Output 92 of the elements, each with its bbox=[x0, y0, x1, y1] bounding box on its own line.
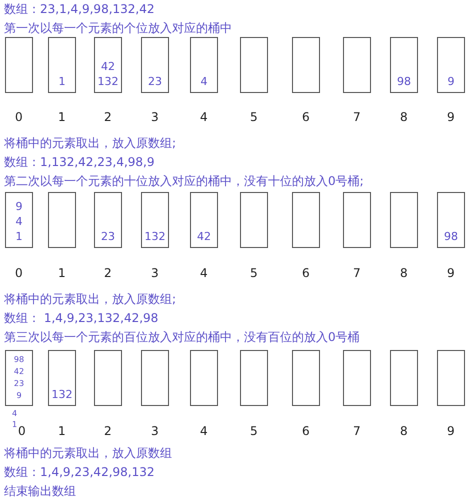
bucket-box bbox=[5, 192, 33, 248]
bucket-number: 1 bbox=[58, 266, 66, 281]
bucket-box bbox=[94, 37, 122, 93]
bucket-box bbox=[48, 192, 76, 248]
bucket-box bbox=[190, 37, 218, 93]
bucket-box bbox=[141, 37, 169, 93]
bucket-number: 0 bbox=[18, 424, 26, 439]
bucket-number: 9 bbox=[447, 424, 455, 439]
bucket-number: 9 bbox=[447, 266, 455, 281]
bucket-value: 23 bbox=[14, 378, 24, 390]
bucket-number: 4 bbox=[200, 424, 208, 439]
bucket-value: 1 bbox=[58, 74, 66, 89]
bucket-number: 5 bbox=[250, 266, 258, 281]
bucket-box bbox=[94, 350, 122, 406]
bucket-box bbox=[94, 192, 122, 248]
bucket-value: 9 bbox=[448, 74, 454, 89]
bucket-box bbox=[292, 192, 320, 248]
bucket-box bbox=[390, 192, 418, 248]
bucket-number: 0 bbox=[15, 110, 23, 125]
bucket-number: 3 bbox=[151, 424, 159, 439]
bucket-box bbox=[48, 37, 76, 93]
bucket-box bbox=[343, 37, 371, 93]
bucket-box bbox=[292, 37, 320, 93]
bucket-value: 4 bbox=[12, 408, 18, 419]
bucket-number: 4 bbox=[200, 266, 208, 281]
step-text: 将桶中的元素取出，放入原数组; bbox=[4, 292, 176, 307]
bucket-number: 3 bbox=[151, 110, 159, 125]
bucket-number: 8 bbox=[400, 110, 408, 125]
bucket-box bbox=[292, 350, 320, 406]
bucket-number: 6 bbox=[302, 424, 310, 439]
bucket-value: 9 bbox=[16, 199, 22, 214]
bucket-value: 1 bbox=[16, 229, 22, 244]
bucket-box bbox=[390, 350, 418, 406]
bucket-box bbox=[190, 350, 218, 406]
step-text: 数组：23,1,4,9,98,132,42 bbox=[4, 2, 155, 17]
bucket-number: 5 bbox=[250, 110, 258, 125]
bucket-box bbox=[141, 350, 169, 406]
bucket-number: 3 bbox=[151, 266, 159, 281]
step-text: 数组：1,132,42,23,4,98,9 bbox=[4, 155, 155, 170]
bucket-value: 23 bbox=[101, 229, 115, 244]
bucket-box bbox=[141, 192, 169, 248]
bucket-number: 4 bbox=[200, 110, 208, 125]
step-text: 第一次以每一个元素的个位放入对应的桶中 bbox=[4, 21, 232, 36]
bucket-number: 7 bbox=[353, 110, 361, 125]
bucket-number: 6 bbox=[302, 266, 310, 281]
step-text: 将桶中的元素取出，放入原数组; bbox=[4, 136, 176, 151]
bucket-value: 98 bbox=[444, 229, 458, 244]
bucket-box bbox=[390, 37, 418, 93]
step-text: 结束输出数组 bbox=[4, 484, 76, 499]
bucket-number: 0 bbox=[15, 266, 23, 281]
step-text: 第二次以每一个元素的十位放入对应的桶中，没有十位的放入0号桶; bbox=[4, 174, 364, 189]
bucket-box bbox=[190, 192, 218, 248]
bucket-value: 23 bbox=[148, 74, 162, 89]
bucket-value: 98 bbox=[397, 74, 411, 89]
bucket-box bbox=[437, 192, 465, 248]
step-text: 数组：1,4,9,23,42,98,132 bbox=[4, 465, 155, 480]
bucket-value: 132 bbox=[98, 74, 118, 89]
step-text: 数组： 1,4,9,23,132,42,98 bbox=[4, 311, 158, 326]
bucket-box bbox=[240, 192, 268, 248]
bucket-value: 132 bbox=[144, 229, 166, 244]
bucket-box bbox=[5, 350, 33, 406]
bucket-value: 4 bbox=[200, 74, 208, 89]
bucket-value: 42 bbox=[197, 229, 211, 244]
bucket-number: 8 bbox=[400, 424, 408, 439]
bucket-number: 5 bbox=[250, 424, 258, 439]
bucket-box bbox=[437, 37, 465, 93]
bucket-box bbox=[5, 37, 33, 93]
bucket-number: 7 bbox=[353, 424, 361, 439]
bucket-number: 6 bbox=[302, 110, 310, 125]
bucket-value: 1 bbox=[12, 419, 18, 430]
bucket-value: 42 bbox=[14, 366, 24, 378]
bucket-box bbox=[240, 37, 268, 93]
step-text: 将桶中的元素取出，放入原数组 bbox=[4, 446, 172, 461]
bucket-value: 98 bbox=[14, 354, 24, 366]
bucket-box bbox=[48, 350, 76, 406]
bucket-number: 7 bbox=[353, 266, 361, 281]
step-text: 第三次以每一个元素的百位放入对应的桶中，没有百位的放入0号桶 bbox=[4, 330, 360, 345]
bucket-number: 9 bbox=[447, 110, 455, 125]
bucket-value: 132 bbox=[52, 387, 72, 402]
bucket-value: 9 bbox=[16, 390, 22, 402]
bucket-box bbox=[240, 350, 268, 406]
bucket-number: 1 bbox=[58, 110, 66, 125]
bucket-number: 2 bbox=[104, 266, 112, 281]
bucket-number: 2 bbox=[104, 110, 112, 125]
bucket-box bbox=[437, 350, 465, 406]
bucket-value: 4 bbox=[16, 214, 22, 229]
bucket-box bbox=[343, 350, 371, 406]
bucket-box bbox=[343, 192, 371, 248]
bucket-number: 8 bbox=[400, 266, 408, 281]
bucket-number: 2 bbox=[104, 424, 112, 439]
bucket-value: 42 bbox=[101, 59, 115, 74]
bucket-number: 1 bbox=[58, 424, 66, 439]
